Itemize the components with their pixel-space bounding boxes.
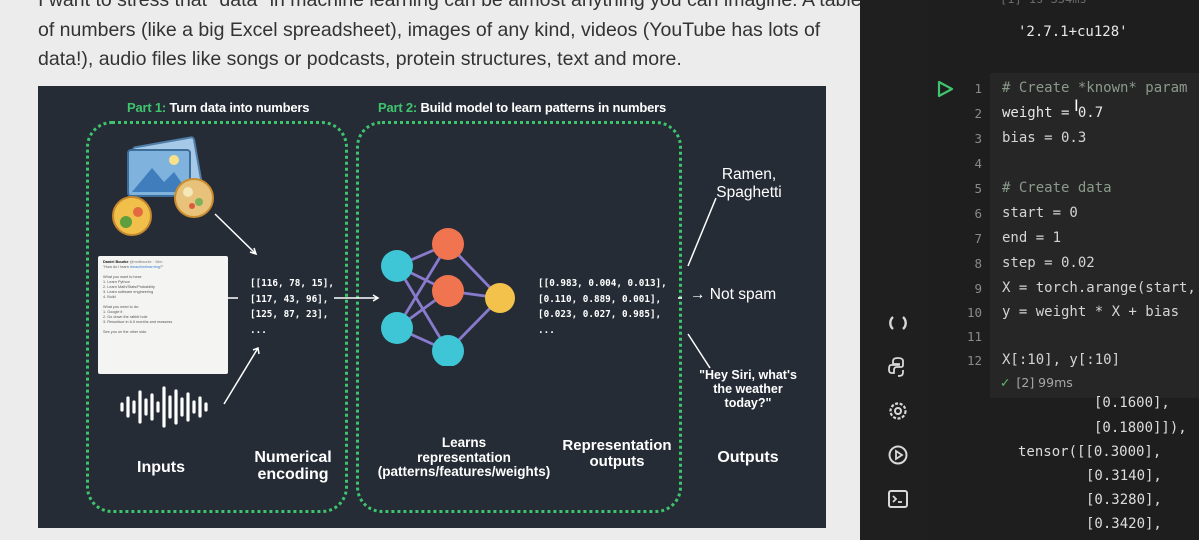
version-output: '2.7.1+cu128' <box>1018 24 1128 40</box>
numerical-encoding-matrix: [[116, 78, 15],[117, 43, 96],[125, 87, 2… <box>250 278 334 336</box>
output-line: [0.1600], <box>1094 395 1170 411</box>
settings-icon[interactable] <box>886 400 910 424</box>
colab-sidebar <box>872 290 924 540</box>
line-number: 1 <box>974 81 982 96</box>
output-line: [0.3420], <box>1086 516 1162 532</box>
part2-prefix: Part 2: <box>378 100 418 115</box>
run-cell-icon[interactable] <box>936 80 954 98</box>
article-text-line: of numbers (like a big Excel spreadsheet… <box>38 19 821 41</box>
code-line[interactable]: # Create *known* param <box>1002 80 1188 96</box>
tweet-need-item: 2. Go down the rabbit hole <box>103 315 148 319</box>
tweet-want-item: 2. Learn Math/Stats/Probability <box>103 285 155 289</box>
input-node <box>381 250 413 282</box>
tweet-want-title: What you want to hear: <box>103 275 143 279</box>
line-number: 2 <box>974 106 982 121</box>
code-line[interactable]: y = weight * X + bias <box>1002 304 1180 320</box>
line-number: 9 <box>974 281 982 296</box>
code-line[interactable]: bias = 0.3 <box>1002 130 1087 146</box>
article-pane: I want to stress that "data" in machine … <box>38 0 860 528</box>
text-cursor-icon: I <box>1074 96 1079 115</box>
tweet-need-item: 3. Resurface in 6-9 months and reassess <box>103 320 173 324</box>
output-spam-label: → Not spam <box>690 286 777 303</box>
tweet-signoff: See you on the other side. <box>103 330 148 334</box>
line-number: 12 <box>966 353 982 368</box>
part2-text: Build model to learn patterns in numbers <box>417 100 667 115</box>
part1-prefix: Part 1: <box>127 100 167 115</box>
part1-title: Part 1: Turn data into numbers <box>127 100 309 115</box>
ml-pipeline-figure: Part 1: Turn data into numbers Part 2: B… <box>38 86 826 528</box>
part2-title: Part 2: Build model to learn patterns in… <box>378 100 666 115</box>
output-line: [0.1800]]), <box>1094 420 1187 436</box>
line-number: 8 <box>974 256 982 271</box>
code-line[interactable]: end = 1 <box>1002 230 1062 246</box>
output-line: [0.3280], <box>1086 492 1162 508</box>
code-line[interactable]: step = 0.02 <box>1002 255 1095 271</box>
python-icon[interactable] <box>886 356 910 380</box>
tweet-need-title: What you need to do: <box>103 305 140 309</box>
tweet-want-item: 3. Learn software engineering <box>103 290 154 294</box>
line-number: 3 <box>974 131 982 146</box>
neural-network-diagram <box>381 228 515 366</box>
hidden-node <box>432 275 464 307</box>
output-food-label: Ramen,Spaghetti <box>716 166 782 201</box>
line-number: 5 <box>974 181 982 196</box>
code-line[interactable]: # Create data <box>1002 180 1112 196</box>
line-number: 11 <box>966 329 982 344</box>
terminal-icon[interactable] <box>886 488 910 512</box>
refresh-icon[interactable] <box>886 312 910 336</box>
check-icon: ✓ <box>1000 375 1011 390</box>
representation-outputs-matrix: [[0.983, 0.004, 0.013],[0.110, 0.889, 0.… <box>538 278 667 336</box>
article-text-line: data!), audio files like songs or podcas… <box>38 48 682 70</box>
input-node <box>381 312 413 344</box>
inputs-label: Inputs <box>137 459 185 476</box>
hidden-node <box>432 228 464 260</box>
tweet-author: Daniel Bourke @mrdbourke · 16m <box>103 260 163 264</box>
line-number: 10 <box>966 305 982 320</box>
tweet-want-item: 4. Build <box>103 295 116 299</box>
code-line[interactable]: weight = 0.7 <box>1002 105 1104 121</box>
code-cell[interactable] <box>990 73 1199 398</box>
output-node <box>485 283 515 313</box>
output-line: [0.3140], <box>1086 468 1162 484</box>
tweet-want-item: 1. Learn Python <box>103 280 130 284</box>
code-line[interactable]: start = 0 <box>1002 205 1078 221</box>
tweet-need-item: 1. Google it <box>103 310 123 314</box>
play-circle-icon[interactable] <box>886 444 910 468</box>
line-number: 7 <box>974 231 982 246</box>
line-number: 6 <box>974 206 982 221</box>
part2-box <box>356 121 682 513</box>
part1-box <box>86 121 348 513</box>
figure-arrows <box>214 197 717 405</box>
hidden-node <box>432 335 464 366</box>
previous-output-fragment: [1] 1s 334ms <box>1000 0 1087 6</box>
food-images-icon <box>112 136 214 236</box>
article-text-line: I want to stress that "data" in machine … <box>38 0 860 11</box>
outputs-label: Outputs <box>717 449 779 466</box>
part1-text: Turn data into numbers <box>166 100 310 115</box>
line-number: 4 <box>974 156 982 171</box>
output-line: tensor([[0.3000], <box>1018 444 1162 460</box>
code-line[interactable]: X[:10], y[:10] <box>1002 352 1121 368</box>
tweet-card: Daniel Bourke @mrdbourke · 16m "How do I… <box>98 256 228 374</box>
tweet-question: "How do I learn #machinelearning?" <box>103 265 164 269</box>
code-line[interactable]: X = torch.arange(start, <box>1002 280 1196 296</box>
audio-waveform-icon <box>120 386 208 428</box>
execution-status: ✓[2] 99ms <box>1000 375 1073 390</box>
